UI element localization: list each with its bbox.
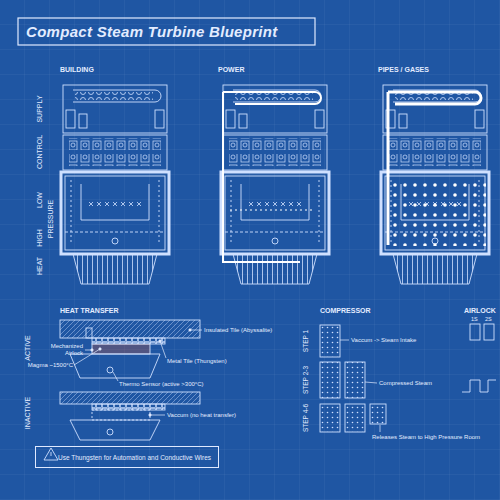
note-text: Use Thungsten for Automation and Conduct… [58,454,218,462]
annotation-label: INACTIVE [24,397,32,429]
annotation-label: BUILDING [60,66,94,74]
annotation-label: STEP 4-6 [302,404,309,432]
annotation-label: Vaccum -> Steam Intake [351,337,416,344]
annotation-label: HEAT [36,257,44,275]
annotation-label: 2S [485,316,492,322]
annotation-label: Releases Steam to High Pressure Room [372,434,480,441]
annotation-label: Thermo Sensor (active >300°C) [119,381,204,388]
annotation-label: STEP 1 [302,330,309,352]
annotation-label: 1S [471,316,478,322]
annotation-label: SUPPLY [36,95,44,122]
annotation-label: COMPRESSOR [320,307,371,315]
annotation-label: Compressed Steam [379,380,432,387]
title-text: Compact Steam Turbine Blueprint [26,23,278,40]
annotation-label: Magma ~1500°C [28,362,73,369]
annotation-label: LOW [36,192,44,208]
annotation-label: Metal Tile (Thungsten) [167,358,227,365]
annotation-label: ACTIVE [24,335,32,360]
annotation-label: STEP 2-3 [302,366,309,394]
annotation-label: AIRLOCK [464,307,496,315]
annotation-label: PRESSURE [47,200,55,239]
note-box: Use Thungsten for Automation and Conduct… [35,446,219,468]
annotation-label: HEAT TRANSFER [60,307,119,315]
annotation-label: CONTROL [36,135,44,169]
annotation-label: Insulated Tile (Abyssalite) [204,327,272,334]
annotation-label: Mechanized Airlock [45,343,83,357]
annotation-label: HIGH [36,229,44,247]
annotation-label: Vaccum (no heat transfer) [167,412,236,419]
annotation-label: PIPES / GASES [378,66,429,74]
annotation-label: POWER [218,66,244,74]
